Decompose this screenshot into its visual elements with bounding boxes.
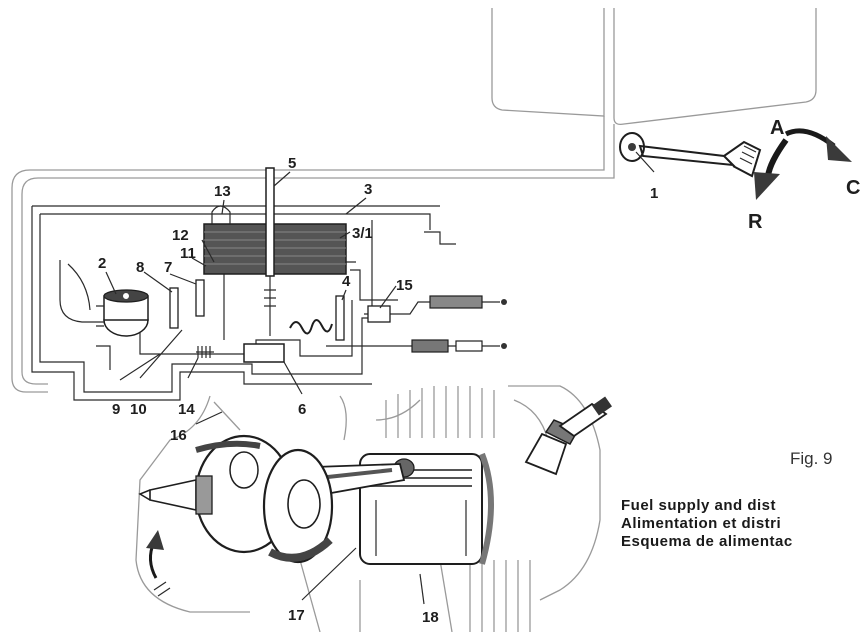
caption-french: Alimentation et distri bbox=[621, 515, 782, 532]
tap-position-a: A bbox=[770, 117, 784, 139]
part-label-6: 6 bbox=[298, 401, 306, 418]
throttle-cables bbox=[326, 295, 507, 353]
part-label-9: 9 bbox=[112, 401, 120, 418]
part-label-11: 11 bbox=[180, 245, 196, 262]
needle bbox=[264, 167, 276, 336]
fuel-tank bbox=[491, 8, 817, 126]
part-label-12: 12 bbox=[172, 227, 189, 244]
crankshaft bbox=[138, 434, 334, 564]
part-label-16: 16 bbox=[170, 427, 187, 444]
part-number-labels: 1 2 3 3/1 4 5 6 7 8 9 10 11 12 13 14 15 … bbox=[98, 155, 658, 626]
figure-number: Fig. 9 bbox=[790, 449, 833, 468]
part-label-17: 17 bbox=[288, 607, 305, 624]
caption-spanish: Esquema de alimentac bbox=[621, 533, 793, 550]
jets bbox=[169, 279, 345, 358]
filter-element bbox=[203, 205, 347, 275]
tap-position-c: C bbox=[846, 177, 860, 199]
part-label-2: 2 bbox=[98, 255, 106, 272]
fuel-line bbox=[11, 116, 615, 393]
caption-english: Fuel supply and dist bbox=[621, 497, 777, 514]
part-label-5: 5 bbox=[288, 155, 296, 172]
part-label-3: 3 bbox=[364, 181, 372, 198]
part-label-10: 10 bbox=[130, 401, 147, 418]
part-label-15: 15 bbox=[396, 277, 413, 294]
spark-plug bbox=[524, 396, 612, 476]
part-label-18: 18 bbox=[422, 609, 439, 626]
part-label-14: 14 bbox=[178, 401, 195, 418]
part-label-1: 1 bbox=[650, 185, 658, 202]
leader-lines bbox=[105, 151, 655, 605]
part-label-8: 8 bbox=[136, 259, 144, 276]
float-regulator bbox=[96, 289, 149, 337]
fuel-tap[interactable] bbox=[619, 132, 762, 178]
tap-direction-arrows bbox=[754, 128, 852, 200]
tap-position-r: R bbox=[748, 211, 763, 233]
part-label-7: 7 bbox=[164, 259, 172, 276]
rotation-arrow bbox=[146, 530, 171, 597]
part-label-4: 4 bbox=[342, 273, 351, 290]
part-label-3-1: 3/1 bbox=[352, 225, 373, 242]
slide-spring bbox=[243, 319, 333, 363]
part-label-13: 13 bbox=[214, 183, 231, 200]
cylinder-fins bbox=[385, 385, 601, 632]
crankcase bbox=[135, 395, 453, 632]
